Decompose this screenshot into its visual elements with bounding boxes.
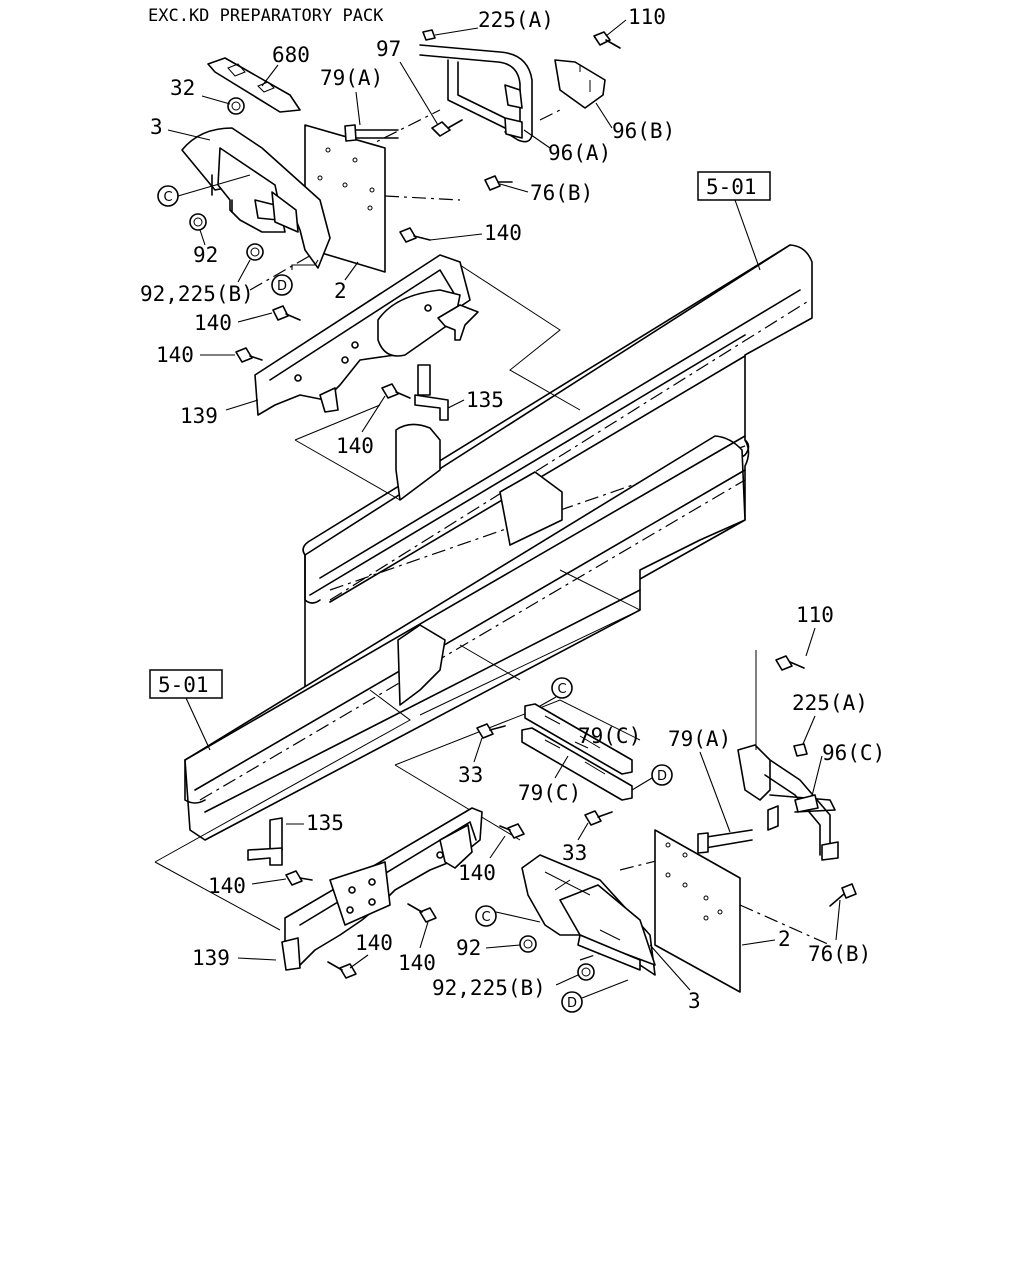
nut-92-225b-upper <box>246 243 264 261</box>
bolt-140-lower-d <box>327 961 357 979</box>
upper-stay-96 <box>419 44 606 143</box>
label-79a-upper: 79(A) <box>320 66 383 90</box>
nut-92-upper <box>189 213 207 231</box>
bolt-76b-lower <box>829 883 857 907</box>
label-3-lower: 3 <box>688 989 701 1013</box>
svg-text:C: C <box>163 190 172 205</box>
header-title: EXC.KD PREPARATORY PACK <box>148 6 384 26</box>
svg-text:C: C <box>481 910 490 925</box>
label-110-upper: 110 <box>628 5 666 29</box>
label-140-lower-c: 140 <box>398 951 436 975</box>
label-79a-lower: 79(A) <box>668 727 731 751</box>
upper-frame-ref: 5-01 <box>697 171 771 271</box>
label-2-lower: 2 <box>778 927 791 951</box>
bolt-140-upper-d <box>381 383 411 399</box>
nut-225a-lower <box>793 743 808 757</box>
label-2-upper: 2 <box>334 279 347 303</box>
label-140-lower-a: 140 <box>208 874 246 898</box>
label-225a-lower: 225(A) <box>792 691 868 715</box>
lower-bracket-135 <box>247 817 283 866</box>
callout-d-upper: D <box>271 259 319 296</box>
label-92-lower: 92 <box>456 936 481 960</box>
lower-labels: 110 225(A) C 79(C) 79(A) 96(C) 33 D 79(C… <box>192 603 885 1013</box>
label-96c: 96(C) <box>822 741 885 765</box>
label-140-lower-b: 140 <box>458 861 496 885</box>
bolt-97 <box>431 119 463 137</box>
label-33-a: 33 <box>458 763 483 787</box>
label-680: 680 <box>272 43 310 67</box>
ref-label-lower: 5-01 <box>158 673 209 697</box>
bolt-140-lower-a <box>285 870 313 886</box>
upper-bracket-3 <box>181 127 331 269</box>
label-135-lower: 135 <box>306 811 344 835</box>
label-225a-upper: 225(A) <box>478 8 554 32</box>
label-96a: 96(A) <box>548 141 611 165</box>
bolt-79a-lower <box>697 829 753 854</box>
lower-frame-rail <box>184 435 746 841</box>
bolt-140-lower-c <box>407 903 437 923</box>
bolt-140-lower-b <box>499 823 525 839</box>
label-3-upper: 3 <box>150 115 163 139</box>
svg-text:D: D <box>277 279 287 294</box>
label-92-225b-upper: 92,225(B) <box>140 282 254 306</box>
lower-plate-2 <box>654 829 741 993</box>
lower-frame-ref: 5-01 <box>149 669 223 751</box>
callout-c-upper: C <box>157 174 251 207</box>
bolt-140-upper-c <box>235 347 263 363</box>
upper-bracket-139 <box>254 254 479 416</box>
upper-labels: 225(A) 110 680 97 79(A) 32 3 96(B) 96(A)… <box>140 5 675 458</box>
bolt-140-upper-a <box>399 227 431 243</box>
svg-text:C: C <box>557 682 566 697</box>
label-76b-lower: 76(B) <box>808 942 871 966</box>
lower-bracket-139 <box>281 807 483 971</box>
bolt-76b-upper <box>484 175 513 191</box>
upper-fasteners <box>189 29 621 399</box>
upper-guides <box>249 109 581 501</box>
label-76b-upper: 76(B) <box>530 181 593 205</box>
bolt-110-lower <box>775 655 805 671</box>
lower-strips-79c <box>521 703 633 801</box>
bolt-33-a <box>476 723 506 739</box>
label-96b: 96(B) <box>612 119 675 143</box>
upper-bracket-135 <box>414 364 449 421</box>
lower-fasteners <box>285 655 857 981</box>
lower-stay-96c <box>737 650 839 861</box>
svg-text:D: D <box>657 769 667 784</box>
label-97: 97 <box>376 37 401 61</box>
nut-225a-upper <box>422 29 436 41</box>
label-92-upper: 92 <box>193 243 218 267</box>
lower-bracket-3 <box>521 854 656 976</box>
label-135-upper: 135 <box>466 388 504 412</box>
nut-92-225b-lower <box>577 963 595 981</box>
nut-32 <box>227 97 245 115</box>
nut-92-lower <box>519 935 537 953</box>
svg-text:D: D <box>567 996 577 1011</box>
callout-d-lower: D <box>561 979 629 1013</box>
bolt-79a-upper <box>344 124 399 142</box>
bolt-33-b <box>584 810 613 826</box>
ref-label-upper: 5-01 <box>706 175 757 199</box>
label-140-lower-d: 140 <box>355 931 393 955</box>
callout-c-lower: C <box>475 905 541 927</box>
label-139-upper: 139 <box>180 404 218 428</box>
callout-d-lower-top: D <box>631 764 673 791</box>
label-140-upper-a: 140 <box>484 221 522 245</box>
upper-cover-680 <box>207 57 301 113</box>
bolt-140-upper-b <box>272 305 301 321</box>
label-33-b: 33 <box>562 841 587 865</box>
label-32: 32 <box>170 76 195 100</box>
callout-c-lower-top: C <box>539 677 573 707</box>
label-140-upper-b: 140 <box>194 311 232 335</box>
label-92-225b-lower: 92,225(B) <box>432 976 546 1000</box>
label-79c-upper: 79(C) <box>578 724 641 748</box>
bolt-110-upper <box>593 31 621 49</box>
label-79c-lower: 79(C) <box>518 781 581 805</box>
label-140-upper-d: 140 <box>336 434 374 458</box>
label-110-lower: 110 <box>796 603 834 627</box>
label-140-upper-c: 140 <box>156 343 194 367</box>
label-139-lower: 139 <box>192 946 230 970</box>
